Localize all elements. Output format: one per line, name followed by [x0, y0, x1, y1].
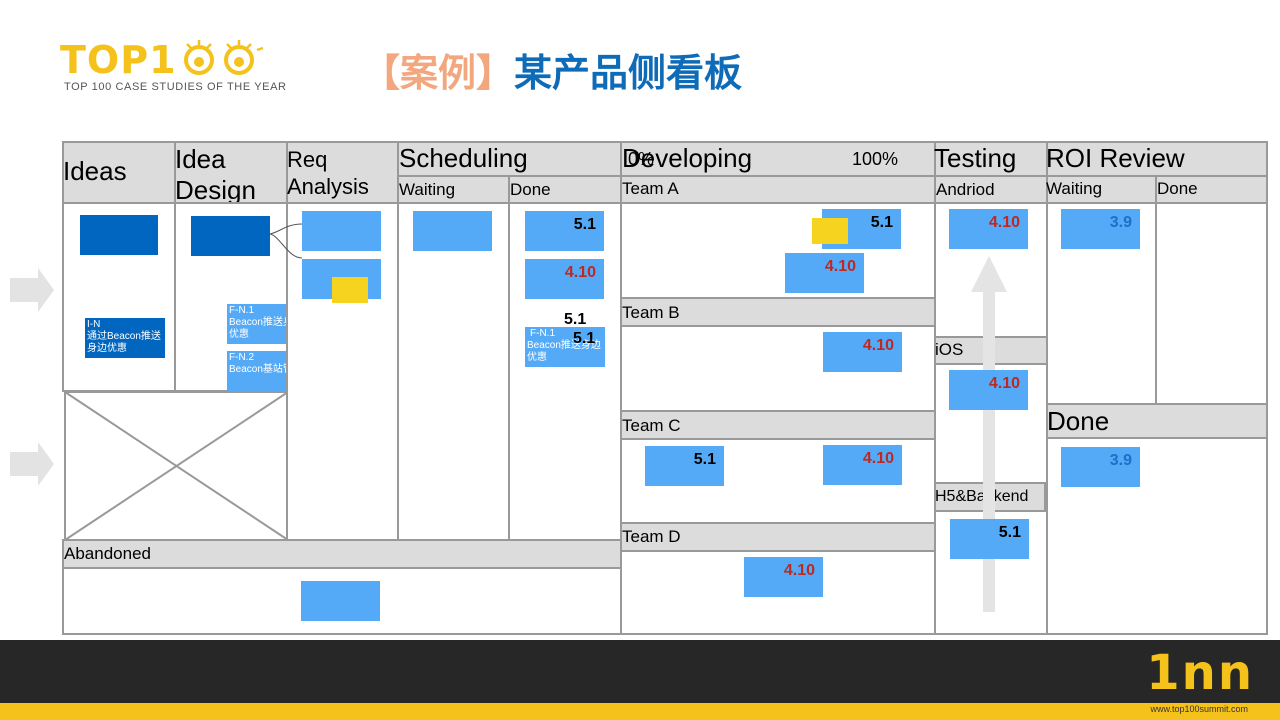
- req-analysis-header: Req Analysis: [287, 146, 369, 200]
- note-id: I-N: [87, 319, 101, 330]
- note-text: 通过Beacon推送身边优惠: [87, 331, 161, 354]
- version-card[interactable]: 4.10: [949, 209, 1028, 249]
- version-label: 4.10: [783, 562, 815, 579]
- placeholder-image: [64, 391, 289, 541]
- version-card[interactable]: 4.10: [744, 557, 823, 597]
- version-card[interactable]: 5.1: [645, 446, 724, 486]
- ios-label: iOS: [935, 340, 964, 359]
- sticky-note[interactable]: [812, 218, 848, 244]
- footer-logo: 1nn: [1146, 645, 1254, 701]
- version-label: 4.10: [862, 450, 894, 467]
- version-label: 3.9: [1109, 214, 1132, 231]
- scheduling-done-lane: [508, 202, 622, 541]
- idea-design-header-line1: Idea: [175, 144, 226, 174]
- req-header-line2: Analysis: [287, 174, 369, 199]
- team-b-label: Team B: [622, 303, 680, 322]
- version-card[interactable]: 4.10: [949, 370, 1028, 410]
- version-label: 5.1: [693, 451, 716, 468]
- version-card[interactable]: 5.1: [525, 211, 604, 251]
- scheduling-card[interactable]: [413, 211, 492, 251]
- developing-end-percent: 100%: [852, 149, 899, 169]
- note-text: Beacon基站管理: [229, 364, 303, 375]
- note-id: F-N.1: [229, 305, 254, 316]
- version-card[interactable]: 4.10: [823, 332, 902, 372]
- arrow-up-icon: [970, 256, 1008, 619]
- team-c-header: [620, 410, 936, 440]
- version-card[interactable]: 4.10: [525, 259, 604, 299]
- top100-logo: TOP1: [60, 38, 267, 87]
- team-c-label: Team C: [622, 416, 681, 435]
- logo-subtitle: TOP 100 CASE STUDIES OF THE YEAR: [64, 81, 287, 93]
- idea-design-header-line2: Design: [175, 175, 256, 205]
- arrow-right-icon: [8, 440, 56, 493]
- scheduling-waiting-lane: [397, 202, 510, 541]
- roi-done-section-label: Done: [1047, 406, 1110, 436]
- abandoned-card[interactable]: [301, 581, 380, 621]
- title-bracket: 【案例】: [362, 51, 515, 95]
- note-id: F-N.2: [229, 352, 254, 363]
- footer-url[interactable]: www.top100summit.com: [1150, 704, 1248, 714]
- logo-eyes-icon: [177, 38, 267, 87]
- idea-design-header: Idea Design: [175, 144, 256, 206]
- idea-note-card[interactable]: I-N 通过Beacon推送身边优惠: [85, 318, 165, 358]
- roi-review-header: ROI Review: [1046, 143, 1185, 173]
- testing-header: Testing: [934, 143, 1017, 173]
- abandoned-header: Abandoned: [64, 544, 151, 563]
- version-label: 4.10: [988, 375, 1020, 392]
- version-label: 5.1: [998, 524, 1021, 541]
- page-title: 【案例】某产品侧看板: [362, 42, 742, 97]
- req-header-line1: Req: [287, 147, 328, 172]
- version-card[interactable]: 3.9: [1061, 447, 1140, 487]
- connector-lines: [269, 222, 306, 267]
- version-label: 4.10: [564, 264, 596, 281]
- roi-waiting-label: Waiting: [1046, 179, 1103, 198]
- roi-done-label: Done: [1157, 179, 1198, 198]
- idea-card[interactable]: [80, 215, 158, 255]
- developing-start-percent: 0%: [628, 149, 655, 169]
- android-label: Andriod: [936, 180, 995, 199]
- version-card[interactable]: 4.10: [823, 445, 902, 485]
- version-label: 5.1: [573, 330, 596, 347]
- title-main: 某产品侧看板: [514, 51, 743, 95]
- idea-design-header-cell: [174, 141, 288, 204]
- team-d-label: Team D: [622, 527, 681, 546]
- ideas-header: Ideas: [63, 156, 127, 186]
- footer-stripe: [0, 703, 1280, 720]
- version-label: 4.10: [988, 214, 1020, 231]
- logo-text: TOP1: [60, 38, 177, 82]
- h5-label: H5&Backend: [935, 488, 1029, 505]
- scheduling-header: Scheduling: [399, 143, 528, 173]
- note-text: Beacon推送身边优惠: [527, 340, 601, 363]
- team-a-label: Team A: [622, 179, 679, 198]
- scheduling-waiting-label: Waiting: [399, 180, 456, 199]
- version-card[interactable]: 5.1: [950, 519, 1029, 559]
- version-label: 3.9: [1109, 452, 1132, 469]
- version-label: 4.10: [862, 337, 894, 354]
- scheduling-done-label: Done: [510, 180, 551, 199]
- version-label: 5.1: [573, 216, 596, 233]
- version-card[interactable]: 3.9: [1061, 209, 1140, 249]
- note-text: Beacon推送身边优惠: [229, 317, 303, 340]
- req-card[interactable]: [302, 211, 381, 251]
- sticky-note[interactable]: [332, 277, 368, 303]
- note-id: F-N.1: [530, 328, 555, 339]
- roi-done-header: [1155, 175, 1268, 204]
- version-card[interactable]: 4.10: [785, 253, 864, 293]
- developing-header: Developing: [622, 143, 753, 173]
- version-label: 5.1: [870, 214, 893, 231]
- version-label: 5.1: [564, 311, 587, 328]
- version-label: 4.10: [824, 258, 856, 275]
- design-card[interactable]: [191, 216, 270, 256]
- roi-done-lane: [1155, 202, 1268, 405]
- scheduling-note-card[interactable]: F-N.1 Beacon推送身边优惠: [525, 327, 605, 367]
- arrow-right-icon: [8, 266, 56, 319]
